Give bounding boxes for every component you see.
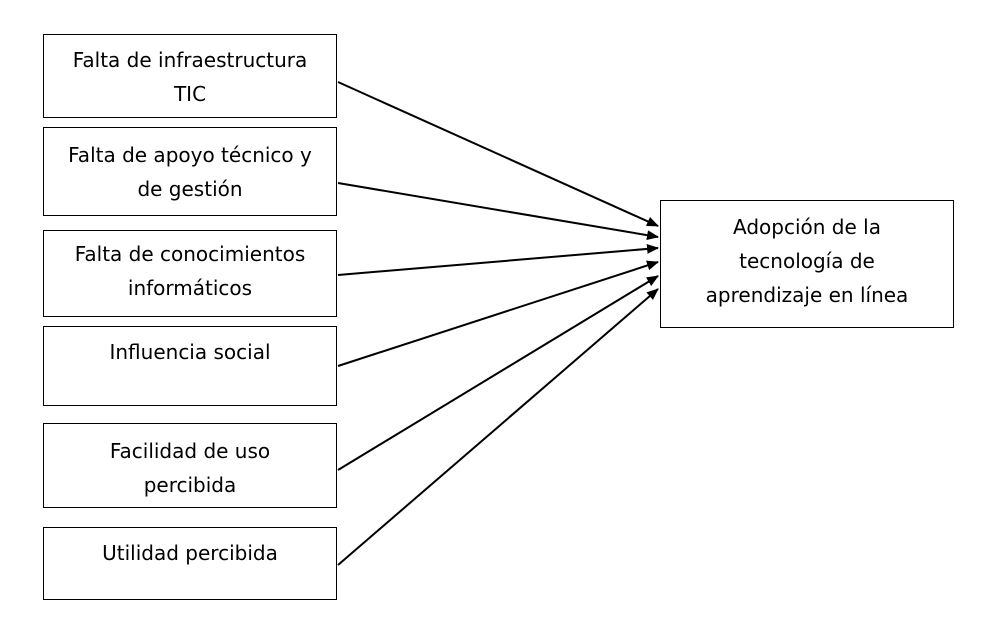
factor-box-falta-conocimientos-informaticos: Falta de conocimientos informáticos — [43, 230, 337, 317]
arrow-factor-2-to-outcome — [337, 182, 659, 241]
factor-box-facilidad-uso-percibida: Facilidad de uso percibida — [43, 423, 337, 508]
outcome-box-adopcion-tecnologia: Adopción de la tecnología de aprendizaje… — [660, 200, 954, 328]
arrow-factor-6-to-outcome — [337, 288, 659, 566]
factor-label-line: percibida — [143, 473, 237, 497]
factor-label-line: Utilidad percibida — [102, 541, 278, 565]
factor-label-line: Falta de conocimientos — [74, 242, 306, 266]
factor-label-line: de gestión — [137, 177, 243, 201]
factor-label-line: Falta de infraestructura — [72, 48, 308, 72]
outcome-label-line: aprendizaje en línea — [705, 283, 909, 307]
arrow-factor-4-to-outcome — [337, 260, 659, 367]
factor-label-line: TIC — [173, 82, 207, 106]
arrow-factor-3-to-outcome — [337, 243, 659, 276]
factor-box-influencia-social: Influencia social — [43, 326, 337, 406]
arrow-factor-5-to-outcome — [337, 275, 659, 471]
factor-box-falta-infraestructura-tic: Falta de infraestructura TIC — [43, 34, 337, 118]
arrow-factor-1-to-outcome — [337, 81, 659, 227]
outcome-label-line: Adopción de la — [733, 215, 881, 239]
outcome-label-line: tecnología de — [739, 249, 875, 273]
factor-label-line: informáticos — [127, 276, 253, 300]
factor-label-line: Facilidad de uso — [109, 439, 271, 463]
factor-label-line: Influencia social — [109, 340, 271, 364]
factor-label-line: Falta de apoyo técnico y — [68, 143, 312, 167]
factor-box-falta-apoyo-tecnico: Falta de apoyo técnico y de gestión — [43, 127, 337, 216]
factor-box-utilidad-percibida: Utilidad percibida — [43, 527, 337, 600]
